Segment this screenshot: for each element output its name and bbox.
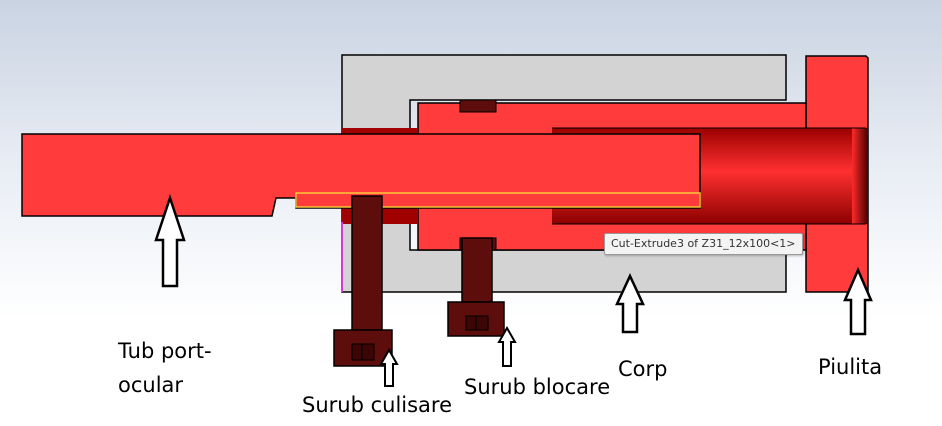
feature-tooltip: Cut-Extrude3 of Z31_12x100<1>	[604, 233, 803, 255]
bore-end	[852, 128, 868, 224]
label-surub-blocare: Surub blocare	[464, 375, 611, 399]
surub-blocare-screw[interactable]	[447, 237, 505, 337]
up-arrow-icon	[843, 266, 873, 336]
label-corp: Corp	[618, 357, 668, 381]
label-tub-port-ocular-line2: ocular	[118, 373, 184, 397]
groove-highlight	[295, 192, 701, 208]
up-arrow-icon	[615, 273, 645, 334]
up-arrow-icon	[379, 347, 399, 387]
up-arrow-icon	[154, 194, 186, 288]
label-piulita: Piulita	[818, 355, 883, 379]
surub-culisare-screw[interactable]	[333, 195, 393, 367]
label-surub-culisare: Surub culisare	[302, 393, 453, 417]
label-tub-port-ocular-line1: Tub port-	[118, 339, 212, 363]
seal-top	[459, 99, 497, 113]
up-arrow-icon	[497, 325, 517, 367]
